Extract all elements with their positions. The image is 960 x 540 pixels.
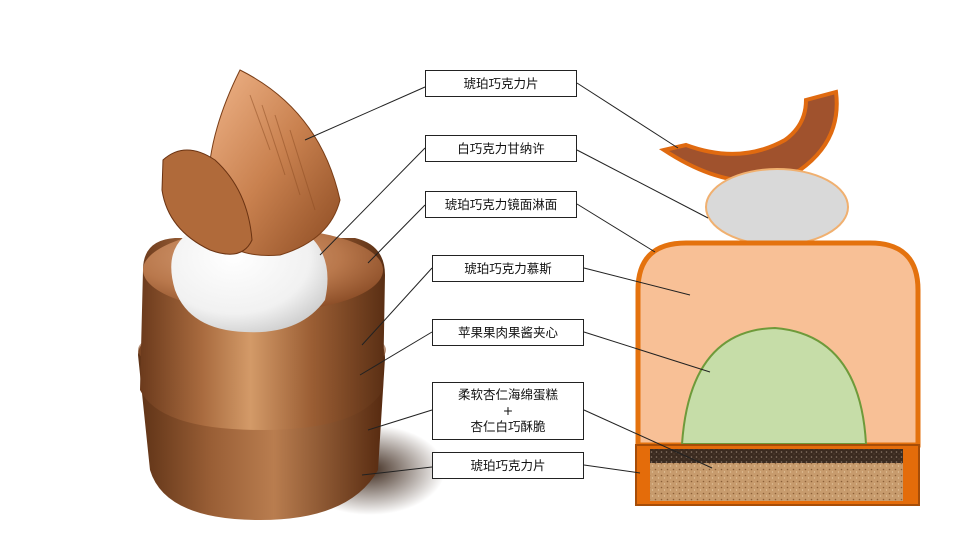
- dessert-illustration: [138, 69, 445, 520]
- label-text: 琥珀巧克力镜面淋面: [444, 197, 558, 212]
- section-chip-top: [658, 89, 839, 184]
- label-text: 白巧克力甘纳许: [457, 141, 545, 156]
- cross-section: [635, 89, 921, 506]
- label-text: 琥珀巧克力慕斯: [464, 261, 552, 276]
- label-amber-chocolate-chip-bottom: 琥珀巧克力片: [432, 452, 584, 479]
- label-line: 柔软杏仁海绵蛋糕: [457, 387, 558, 402]
- label-white-chocolate-ganache: 白巧克力甘纳许: [425, 135, 577, 162]
- label-line: 杏仁白巧酥脆: [470, 419, 546, 434]
- section-ganache: [705, 168, 849, 246]
- chocolate-shard-small: [161, 149, 253, 255]
- section-crunch: [650, 463, 903, 501]
- label-text: 琥珀巧克力片: [470, 458, 546, 473]
- label-amber-chocolate-chip-top: 琥珀巧克力片: [425, 70, 577, 97]
- label-sponge-and-crunch: 柔软杏仁海绵蛋糕 + 杏仁白巧酥脆: [432, 382, 584, 440]
- label-text: 琥珀巧克力片: [463, 76, 539, 91]
- leader-lines: [304, 82, 713, 476]
- label-amber-chocolate-glaze: 琥珀巧克力镜面淋面: [425, 191, 577, 218]
- label-amber-chocolate-mousse: 琥珀巧克力慕斯: [432, 255, 584, 282]
- label-text: 苹果果肉果酱夹心: [457, 325, 558, 340]
- section-sponge: [650, 449, 903, 463]
- section-apple-insert: [680, 326, 868, 445]
- label-apple-compote-insert: 苹果果肉果酱夹心: [432, 319, 584, 346]
- label-line: +: [502, 403, 514, 418]
